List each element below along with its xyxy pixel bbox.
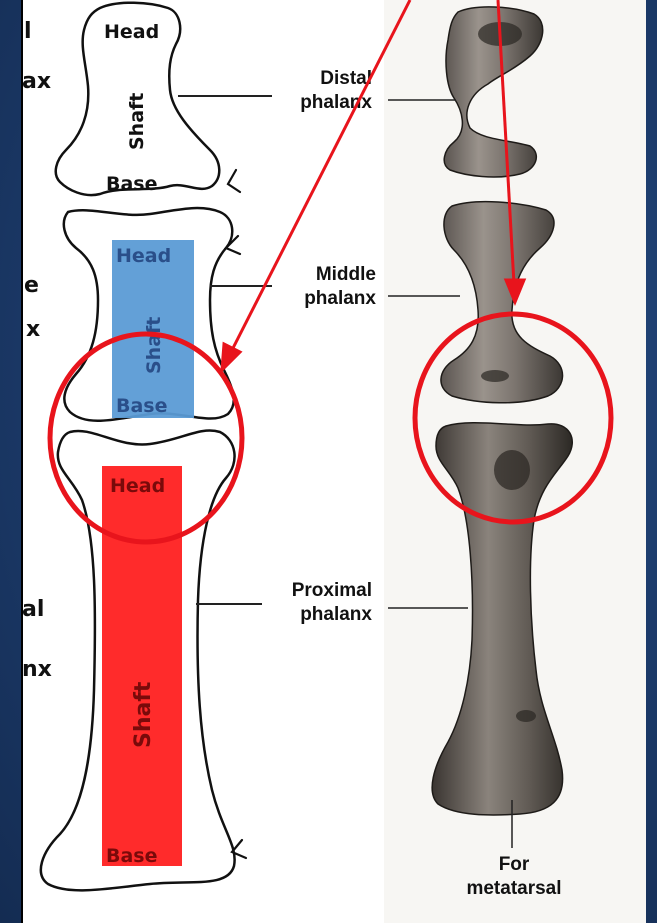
label-metatarsal-line1: For (499, 854, 530, 875)
edge-fragment-4: x (26, 317, 40, 342)
edge-fragment-2: ax (22, 69, 51, 94)
photo-texture-3 (494, 450, 530, 490)
label-proximal-line1: Proximal (292, 580, 372, 601)
label-proximal-line2: phalanx (300, 604, 372, 625)
middle-base-label: Base (116, 395, 168, 417)
distal-shaft-label: Shaft (126, 93, 148, 150)
label-distal-line1: Distal (320, 68, 372, 89)
proximal-shaft-highlight (102, 466, 182, 866)
distal-base-label: Base (106, 173, 158, 195)
proximal-head-label: Head (110, 475, 165, 497)
photo-texture-4 (516, 710, 536, 722)
label-metatarsal-line2: metatarsal (466, 878, 561, 899)
edge-fragment-6: nx (22, 657, 52, 682)
middle-shaft-label: Shaft (143, 317, 165, 374)
label-middle-line2: phalanx (304, 288, 376, 309)
label-middle-line1: Middle (316, 264, 376, 285)
distal-head-label: Head (104, 21, 159, 43)
proximal-base-label: Base (106, 845, 158, 867)
middle-head-label: Head (116, 245, 171, 267)
photo-texture-2 (481, 370, 509, 382)
edge-fragment-1: l (24, 19, 32, 44)
edge-fragment-5: al (22, 597, 44, 622)
edge-fragment-3: e (24, 273, 39, 298)
proximal-shaft-label: Shaft (131, 681, 156, 748)
